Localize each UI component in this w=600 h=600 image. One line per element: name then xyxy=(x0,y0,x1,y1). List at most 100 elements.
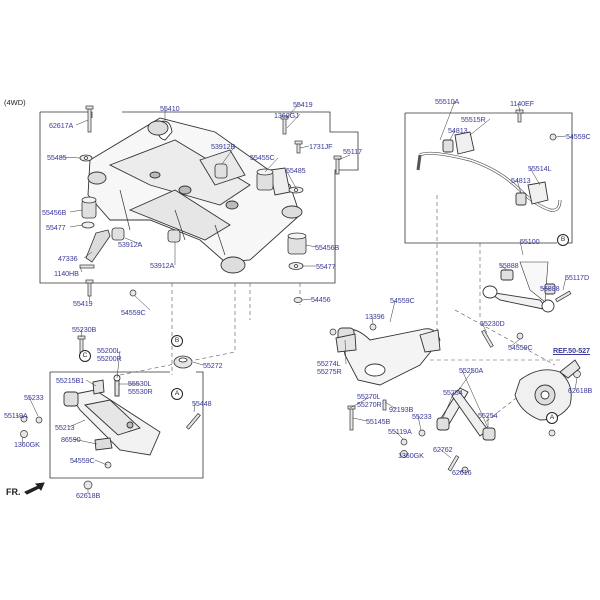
part-label-55456b: 55456B xyxy=(315,243,340,252)
drive-variant-label: (4WD) xyxy=(4,98,26,107)
part-label-55145b: 55145B xyxy=(366,417,391,426)
nut-54559C-e xyxy=(104,461,112,469)
leader-line xyxy=(116,350,121,379)
part-label-55117: 55117 xyxy=(343,147,362,156)
part-label-55215b1: 55215B1 xyxy=(56,376,85,385)
bolt-92193B xyxy=(382,399,387,411)
part-label-62618b: 62618B xyxy=(76,491,101,500)
bushing-53912A xyxy=(111,227,125,241)
leader-line xyxy=(439,448,452,459)
nut-54559C-c xyxy=(329,328,337,336)
leader-line xyxy=(21,436,24,444)
nut-1360GK-a xyxy=(20,430,28,438)
leader-line xyxy=(72,438,98,445)
link-55530L xyxy=(113,374,121,397)
leader-line xyxy=(499,264,508,271)
leader-line xyxy=(458,469,465,473)
part-label-55275r: 55275R xyxy=(317,367,342,376)
callout-a-marker: A xyxy=(171,388,183,400)
leader-line xyxy=(285,102,301,119)
plate-86590 xyxy=(94,437,113,451)
crossmember-group-frame xyxy=(40,111,93,118)
part-label-55888: 55888 xyxy=(499,261,519,270)
part-label-55270l: 55270L xyxy=(357,392,381,401)
part-label-62617a: 62617A xyxy=(49,121,74,130)
part-label-62618b: 62618B xyxy=(568,386,593,395)
part-label-55213: 55213 xyxy=(55,423,75,432)
bolt-62762 xyxy=(447,455,460,472)
leader-line xyxy=(540,287,551,290)
nut-54559C-b xyxy=(549,133,557,141)
part-label-55485: 55485 xyxy=(286,166,306,175)
bracket-55215B1 xyxy=(92,379,105,395)
part-label-55272: 55272 xyxy=(203,361,223,370)
part-label-55410: 55410 xyxy=(160,104,180,113)
part-label-ref-50-527: REF.50-527 xyxy=(553,346,590,355)
stabilizer-bracket-55515R xyxy=(454,131,475,155)
leader-line xyxy=(403,454,406,457)
stabilizer-group-frame xyxy=(405,112,573,244)
part-label-55200r: 55200R xyxy=(97,354,122,363)
part-label-55100: 55100 xyxy=(520,237,540,246)
leader-line xyxy=(555,135,567,138)
part-label-1140ef: 1140EF xyxy=(510,99,535,108)
leader-line xyxy=(562,276,567,291)
leader-line xyxy=(75,119,89,126)
bolt-55117 xyxy=(333,155,342,175)
leader-line xyxy=(80,328,83,338)
bolt-55419-bottom xyxy=(85,279,94,297)
part-label-1360gk: 1360GK xyxy=(14,440,40,449)
leader-line xyxy=(519,240,524,256)
part-label-55514l: 55514L xyxy=(528,164,552,173)
part-label-55254: 55254 xyxy=(443,388,463,397)
part-label-55477: 55477 xyxy=(46,223,66,232)
leader-line xyxy=(68,419,86,428)
part-label-55254: 55254 xyxy=(478,411,498,420)
washer-55119A-b xyxy=(400,438,408,446)
part-label-1731jf: 1731JF xyxy=(309,142,333,151)
part-label-55510a: 55510A xyxy=(435,97,460,106)
part-label-1360gk: 1360GK xyxy=(398,451,424,460)
part-label-53912a: 53912A xyxy=(150,261,175,270)
part-label-55230b: 55230B xyxy=(72,325,97,334)
bolt-1731JF xyxy=(294,140,303,154)
bracket-47336 xyxy=(85,229,111,263)
part-label-55274l: 55274L xyxy=(317,359,341,368)
callout-b-marker: B xyxy=(171,335,183,347)
part-label-55200l: 55200L xyxy=(97,346,121,355)
lower-control-arm-55213 xyxy=(63,374,161,456)
leader-line xyxy=(193,402,196,413)
part-label-55119a: 55119A xyxy=(388,427,412,436)
leader-line xyxy=(371,315,374,325)
leader-line xyxy=(69,209,83,213)
leader-line xyxy=(15,414,24,419)
bushing-55456B-left xyxy=(81,196,97,219)
leader-line xyxy=(417,415,422,431)
nut-62616 xyxy=(461,466,469,474)
leader-line xyxy=(305,244,317,248)
part-label-55888: 55888 xyxy=(540,284,560,293)
leader-line xyxy=(69,224,83,228)
part-label-55477: 55477 xyxy=(316,262,336,271)
stabilizer-bushing-54813-b xyxy=(515,192,527,206)
part-label-62616: 62616 xyxy=(452,468,472,477)
leader-line xyxy=(529,167,541,186)
part-label-55448: 55448 xyxy=(192,399,212,408)
leader-line xyxy=(79,266,83,273)
part-label-55530r: 55530R xyxy=(128,387,153,396)
nut-54559C-d xyxy=(516,332,524,340)
bushing-53912B xyxy=(214,163,228,179)
nut-62618B-a xyxy=(83,480,93,490)
part-label-54559c: 54559C xyxy=(121,308,146,317)
washer-55119A-a xyxy=(20,415,28,423)
part-label-54559c: 54559C xyxy=(70,456,95,465)
part-label-53912b: 53912B xyxy=(211,142,236,151)
washer-55485-a xyxy=(79,154,93,162)
bolt-55448 xyxy=(185,412,201,430)
leader-line xyxy=(134,295,151,311)
part-label-54559c: 54559C xyxy=(566,132,591,141)
part-label-54813: 54813 xyxy=(511,176,531,185)
stabilizer-bushing-54813-a xyxy=(442,139,454,153)
bolt-62617A xyxy=(85,105,94,133)
